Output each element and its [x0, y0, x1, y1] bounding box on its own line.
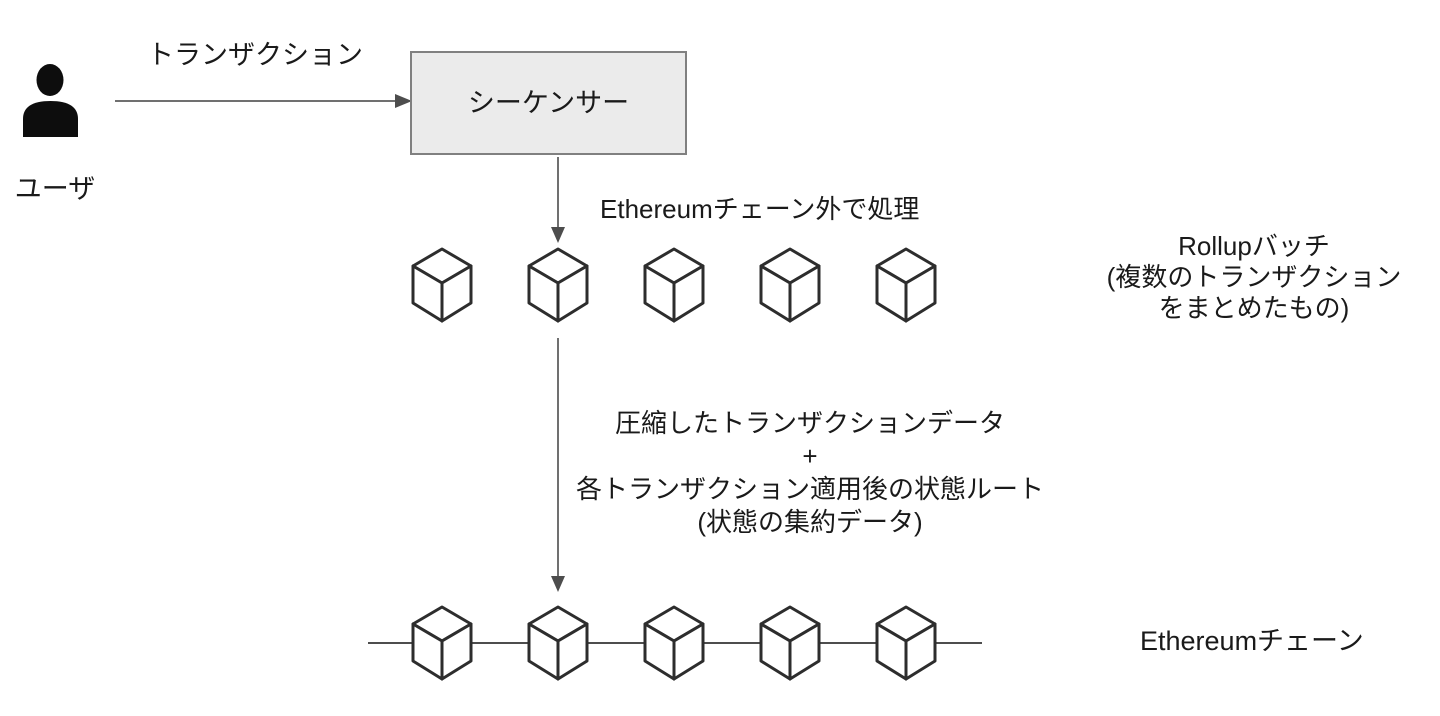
block-cube-icon [524, 246, 592, 324]
rollup-batch-label-line2: (複数のトランザクション [1106, 262, 1402, 292]
block-cube-icon [524, 604, 592, 682]
rollup-batch-label-line1: Rollupバッチ [1178, 231, 1330, 261]
rollup-batch-label: Rollupバッチ (複数のトランザクション をまとめたもの) [1066, 231, 1440, 324]
submit-data-label: 圧縮したトランザクションデータ + 各トランザクション適用後の状態ルート (状態… [560, 407, 1060, 539]
block-cube-icon [872, 604, 940, 682]
offchain-process-arrow [551, 157, 565, 243]
user-label: ユーザ [14, 174, 96, 204]
transaction-arrow [115, 94, 412, 108]
block-cube-icon [756, 604, 824, 682]
ethereum-chain-row [408, 604, 940, 682]
submit-to-chain-arrow [551, 338, 565, 592]
block-cube-icon [756, 246, 824, 324]
sequencer-label: シーケンサー [467, 87, 630, 118]
block-cube-icon [408, 246, 476, 324]
submit-data-label-line3: 各トランザクション適用後の状態ルート [575, 474, 1044, 504]
ethereum-chain-label: Ethereumチェーン [1140, 626, 1364, 656]
sequencer-box: シーケンサー [410, 51, 687, 155]
submit-data-label-line2: + [802, 441, 818, 471]
block-cube-icon [408, 604, 476, 682]
transaction-label: トランザクション [147, 40, 363, 70]
block-cube-icon [640, 246, 708, 324]
rollup-batch-row [408, 246, 940, 324]
submit-data-label-line1: 圧縮したトランザクションデータ [614, 408, 1005, 438]
person-icon [23, 64, 78, 137]
block-cube-icon [640, 604, 708, 682]
rollup-batch-label-line3: をまとめたもの) [1158, 293, 1350, 323]
submit-data-label-line4: (状態の集約データ) [697, 507, 923, 537]
offchain-process-label: Ethereumチェーン外で処理 [600, 194, 920, 224]
block-cube-icon [872, 246, 940, 324]
